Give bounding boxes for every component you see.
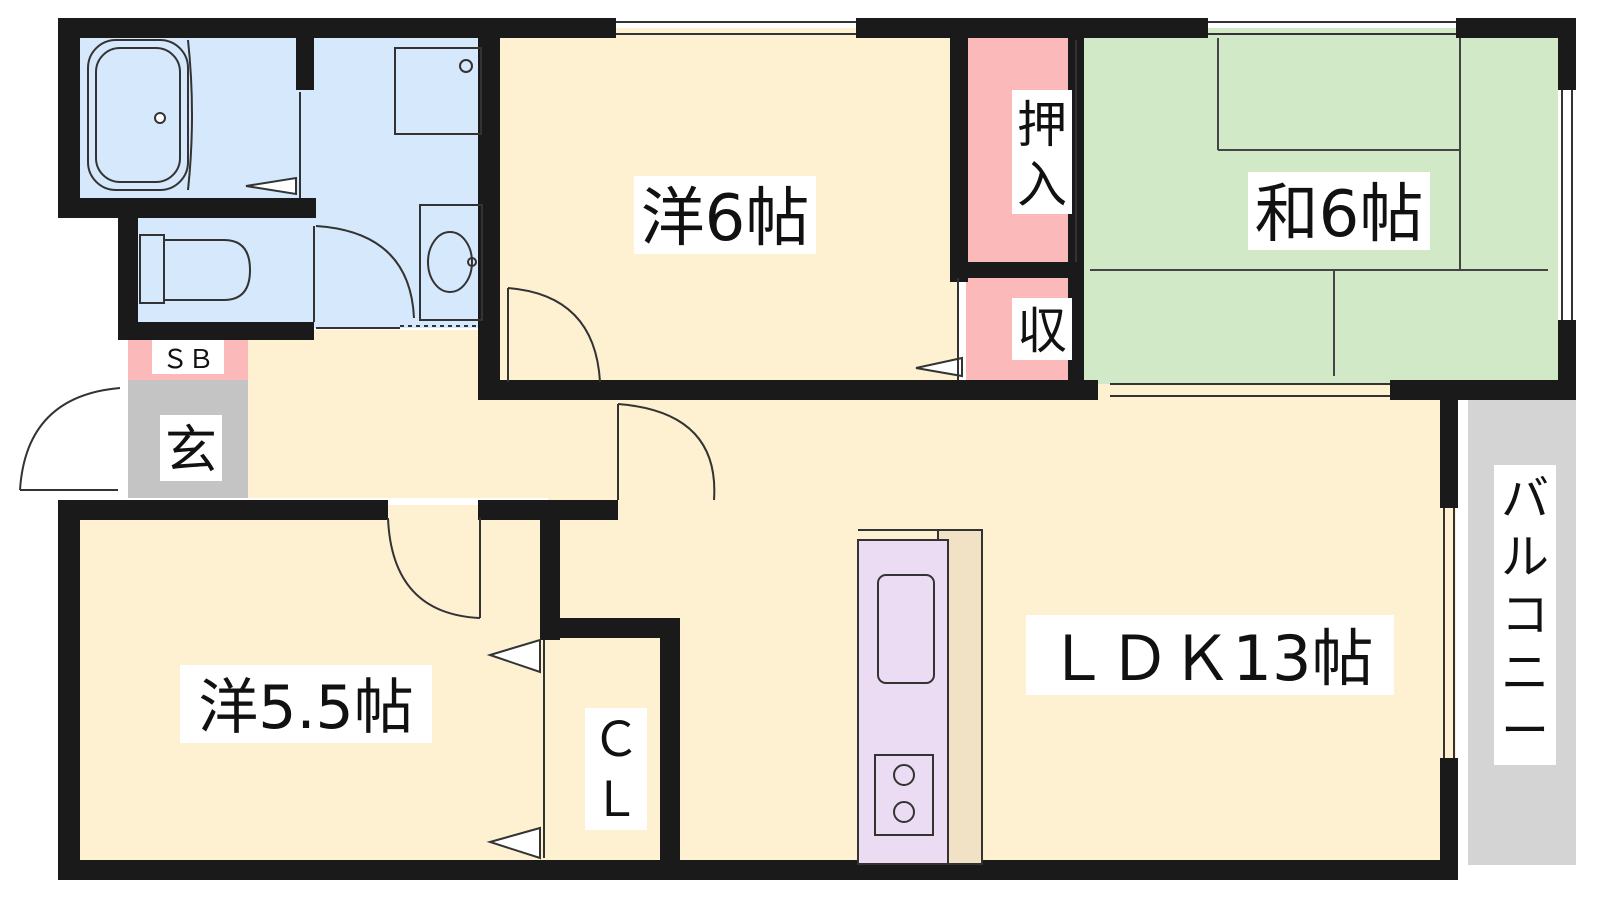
label-oshiire-2: 入 xyxy=(1017,156,1067,214)
sink-icon xyxy=(419,204,483,321)
label-storage: 収 xyxy=(1017,302,1067,360)
bathtub-icon xyxy=(87,39,193,191)
label-balcony-2: ル xyxy=(1501,529,1549,585)
windows xyxy=(616,21,1573,758)
tatami-lines xyxy=(1090,38,1548,376)
kitchen-counter xyxy=(857,529,983,865)
label-closet-1: Ｃ xyxy=(592,712,640,768)
toilet-floor xyxy=(128,212,303,328)
label-ldk: ＬＤＫ13帖 xyxy=(1047,622,1374,695)
label-shoe-box: ＳＢ xyxy=(162,345,214,375)
cl-door-icon xyxy=(486,638,545,860)
washing-machine-icon xyxy=(394,47,482,135)
label-entrance: 玄 xyxy=(165,421,217,481)
hallway-floor xyxy=(248,330,598,498)
label-balcony-3: コ xyxy=(1501,587,1549,643)
label-balcony-4: ニ xyxy=(1501,645,1549,701)
room-labels: 洋6帖 和6帖 洋5.5帖 ＬＤＫ13帖 押 入 収 ＳＢ 玄 Ｃ Ｌ バ ル … xyxy=(152,90,1556,830)
bath-door-icon xyxy=(245,92,301,198)
label-western-6: 洋6帖 xyxy=(641,182,810,256)
door-swings xyxy=(19,225,963,619)
label-balcony-5: ー xyxy=(1501,703,1549,759)
label-oshiire-1: 押 xyxy=(1017,96,1067,154)
label-japanese-6: 和6帖 xyxy=(1255,178,1424,252)
label-balcony-1: バ xyxy=(1501,471,1549,527)
label-closet-2: Ｌ xyxy=(592,772,640,828)
label-western-5-5: 洋5.5帖 xyxy=(198,673,413,743)
walls xyxy=(58,18,1576,880)
toilet-icon xyxy=(139,234,252,304)
